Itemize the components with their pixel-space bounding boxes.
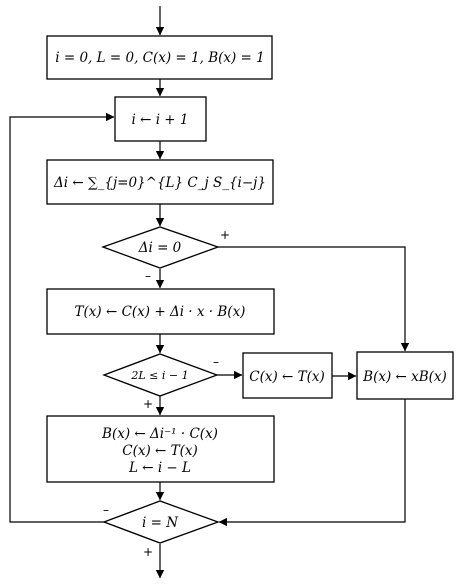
update-line-2: C(x) ← T(x) (122, 443, 198, 459)
loop-back-arrow (9, 112, 115, 523)
zero-check-diamond: Δi = 0 (101, 226, 220, 269)
init-text: i = 0, L = 0, C(x) = 1, B(x) = 1 (55, 50, 265, 66)
update-line-3: L ← i − L (128, 460, 191, 476)
compute-t-text: T(x) ← C(x) + Δi · x · B(x) (75, 304, 246, 320)
shift-b-block: B(x) ← xB(x) (356, 351, 454, 400)
length-yes-label: + (143, 397, 153, 411)
increment-text: i ← i + 1 (131, 112, 188, 128)
arrow-zero-to-shift-b (218, 246, 410, 352)
update-line-1: B(x) ← Δi⁻¹ · C(x) (101, 426, 218, 442)
zero-yes-label: + (220, 228, 230, 242)
zero-no-label: – (145, 269, 151, 283)
init-block: i = 0, L = 0, C(x) = 1, B(x) = 1 (46, 35, 273, 80)
zero-check-text: Δi = 0 (138, 240, 182, 256)
compute-t-block: T(x) ← C(x) + Δi · x · B(x) (46, 288, 275, 335)
discrepancy-text: Δi ← ∑_{j=0}^{L} C_j S_{i−j} (53, 175, 266, 191)
length-no-label: – (213, 355, 219, 369)
length-check-text: 2L ≤ i − 1 (130, 369, 188, 382)
shift-b-text: B(x) ← xB(x) (362, 369, 447, 385)
end-check-diamond: i = N (102, 500, 220, 544)
end-no-label: – (103, 503, 109, 517)
end-check-text: i = N (142, 515, 179, 531)
end-yes-label: + (143, 545, 153, 559)
copy-t-block: C(x) ← T(x) (242, 352, 333, 399)
discrepancy-block: Δi ← ∑_{j=0}^{L} C_j S_{i−j} (46, 159, 274, 205)
length-check-diamond: 2L ≤ i − 1 (102, 353, 219, 397)
arrow-shift-b-to-end-check (218, 399, 406, 527)
copy-t-text: C(x) ← T(x) (249, 369, 325, 385)
update-block: B(x) ← Δi⁻¹ · C(x) C(x) ← T(x) L ← i − L (46, 415, 275, 483)
increment-block: i ← i + 1 (114, 96, 207, 142)
